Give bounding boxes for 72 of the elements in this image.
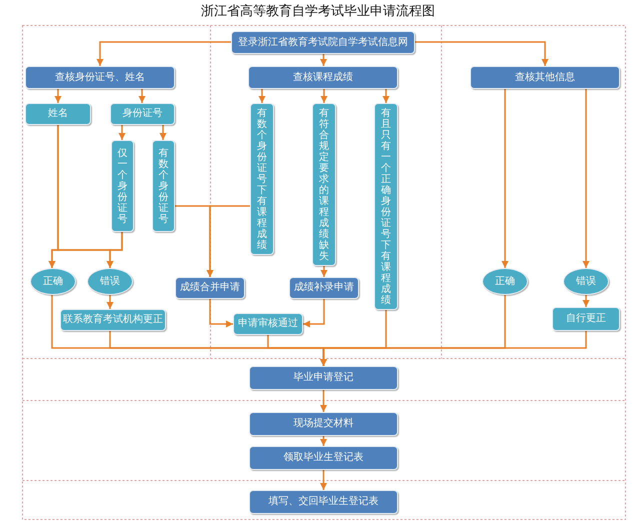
step-label: 查核其他信息 bbox=[515, 72, 575, 84]
step-label: 仅一个身份证号 bbox=[118, 148, 128, 224]
process-box bbox=[231, 31, 415, 54]
arrow bbox=[160, 125, 166, 140]
arrow bbox=[138, 89, 146, 103]
step-label: 自行更正 bbox=[566, 313, 606, 325]
arrow bbox=[320, 390, 327, 412]
step-label: 姓名 bbox=[48, 108, 68, 120]
step-label: 正确 bbox=[43, 276, 63, 288]
process-box bbox=[25, 66, 175, 89]
process-box bbox=[60, 309, 166, 331]
process-box bbox=[110, 103, 175, 125]
arrow bbox=[320, 266, 328, 277]
outcome-oval bbox=[563, 268, 609, 295]
arrow bbox=[320, 331, 587, 366]
arrow bbox=[320, 54, 327, 66]
process-box bbox=[250, 103, 274, 255]
step-label: 填写、交回毕业生登记表 bbox=[268, 496, 378, 508]
step-label: 错误 bbox=[100, 276, 120, 288]
process-box bbox=[249, 412, 398, 436]
step-label: 正确 bbox=[495, 276, 515, 288]
step-label: 登录浙江省教育考试院自学考试信息网 bbox=[238, 36, 408, 48]
step-label: 毕业申请登记 bbox=[294, 372, 354, 384]
diagram-title: 浙江省高等教育自学考试毕业申请流程图 bbox=[201, 4, 435, 20]
step-label: 查核身份证号、姓名 bbox=[55, 72, 145, 84]
process-box bbox=[233, 313, 303, 335]
process-box bbox=[111, 140, 134, 232]
process-box bbox=[470, 66, 620, 89]
arrow bbox=[106, 295, 114, 309]
arrow bbox=[118, 125, 126, 140]
arrow bbox=[582, 89, 590, 268]
arrow bbox=[582, 295, 590, 307]
arrow bbox=[303, 299, 325, 328]
outcome-oval bbox=[482, 268, 528, 295]
arrow bbox=[106, 232, 123, 268]
arrow bbox=[320, 436, 327, 446]
arrow bbox=[415, 41, 548, 66]
step-label: 联系教育考试机构更正 bbox=[63, 314, 163, 326]
process-box bbox=[289, 277, 359, 299]
arrow bbox=[320, 89, 328, 103]
arrow bbox=[320, 470, 327, 490]
outcome-oval bbox=[30, 268, 76, 295]
step-label: 有数个身份证号 bbox=[158, 148, 168, 224]
process-box bbox=[175, 277, 245, 299]
process-box bbox=[25, 103, 91, 125]
step-label: 有符合规定要求的课程成绩缺失 bbox=[319, 108, 329, 262]
step-label: 现场提交材料 bbox=[294, 418, 354, 430]
arrow bbox=[209, 299, 233, 328]
process-box bbox=[249, 490, 398, 514]
process-box bbox=[374, 103, 398, 310]
process-box bbox=[249, 446, 398, 470]
process-box bbox=[552, 307, 620, 331]
step-label: 有且只有一个正确身份证号下有课程成绩 bbox=[381, 108, 391, 306]
step-label: 领取毕业生登记表 bbox=[284, 452, 364, 464]
step-label: 有数个身份证号下有课程成绩 bbox=[257, 108, 267, 250]
process-box bbox=[248, 66, 398, 89]
arrow bbox=[96, 41, 231, 66]
outcome-oval bbox=[87, 268, 133, 295]
step-label: 身份证号 bbox=[122, 108, 162, 120]
process-box bbox=[152, 140, 175, 232]
arrow bbox=[502, 89, 508, 268]
process-box bbox=[249, 366, 398, 390]
step-label: 错误 bbox=[576, 276, 596, 288]
step-label: 成绩补录申请 bbox=[294, 282, 354, 294]
arrow bbox=[258, 89, 266, 103]
arrow bbox=[206, 205, 250, 277]
process-box bbox=[312, 103, 336, 266]
step-label: 申请审核通过 bbox=[238, 318, 298, 330]
step-label: 查核课程成绩 bbox=[293, 72, 353, 84]
arrow bbox=[54, 89, 62, 103]
step-label: 成绩合并申请 bbox=[180, 282, 240, 294]
arrow bbox=[382, 89, 390, 103]
